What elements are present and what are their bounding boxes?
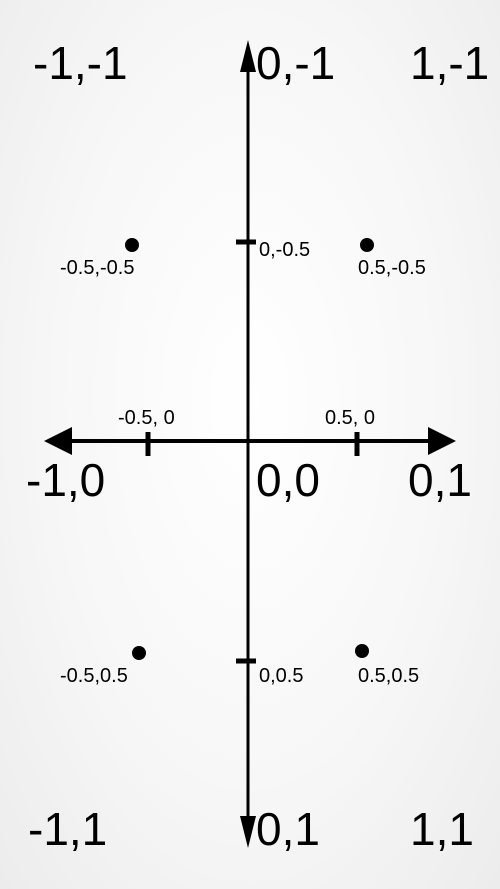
label-bottom-right: 1,1 (410, 803, 474, 855)
x-tick-right-label: 0.5, 0 (325, 407, 376, 429)
y-axis-arrow-up (240, 40, 256, 72)
label-top-center: 0,-1 (256, 37, 336, 89)
x-tick-left-label: -0.5, 0 (118, 407, 175, 429)
point-label: -0.5,0.5 (60, 665, 128, 687)
label-bottom-left: -1,1 (28, 803, 108, 855)
point-label: 0.5,-0.5 (358, 257, 426, 279)
label-bottom-center: 0,1 (256, 803, 320, 855)
label-middle-right: 0,1 (408, 454, 472, 506)
y-tick-lower-label: 0,0.5 (259, 665, 304, 687)
label-origin: 0,0 (256, 454, 320, 506)
label-top-left: -1,-1 (33, 37, 128, 89)
label-top-right: 1,-1 (410, 37, 490, 89)
x-axis-arrow-right (428, 427, 456, 455)
x-axis-arrow-left (44, 427, 72, 455)
label-middle-left: -1,0 (26, 454, 106, 506)
point-half-neg-half (360, 238, 374, 252)
point-neg-half-neg-half (125, 238, 139, 252)
point-neg-half-half (132, 646, 146, 660)
point-label: -0.5,-0.5 (60, 257, 135, 279)
point-half-half (355, 644, 369, 658)
y-tick-upper-label: 0,-0.5 (259, 239, 311, 261)
y-axis-arrow-down (240, 816, 256, 848)
point-label: 0.5,0.5 (358, 665, 420, 687)
